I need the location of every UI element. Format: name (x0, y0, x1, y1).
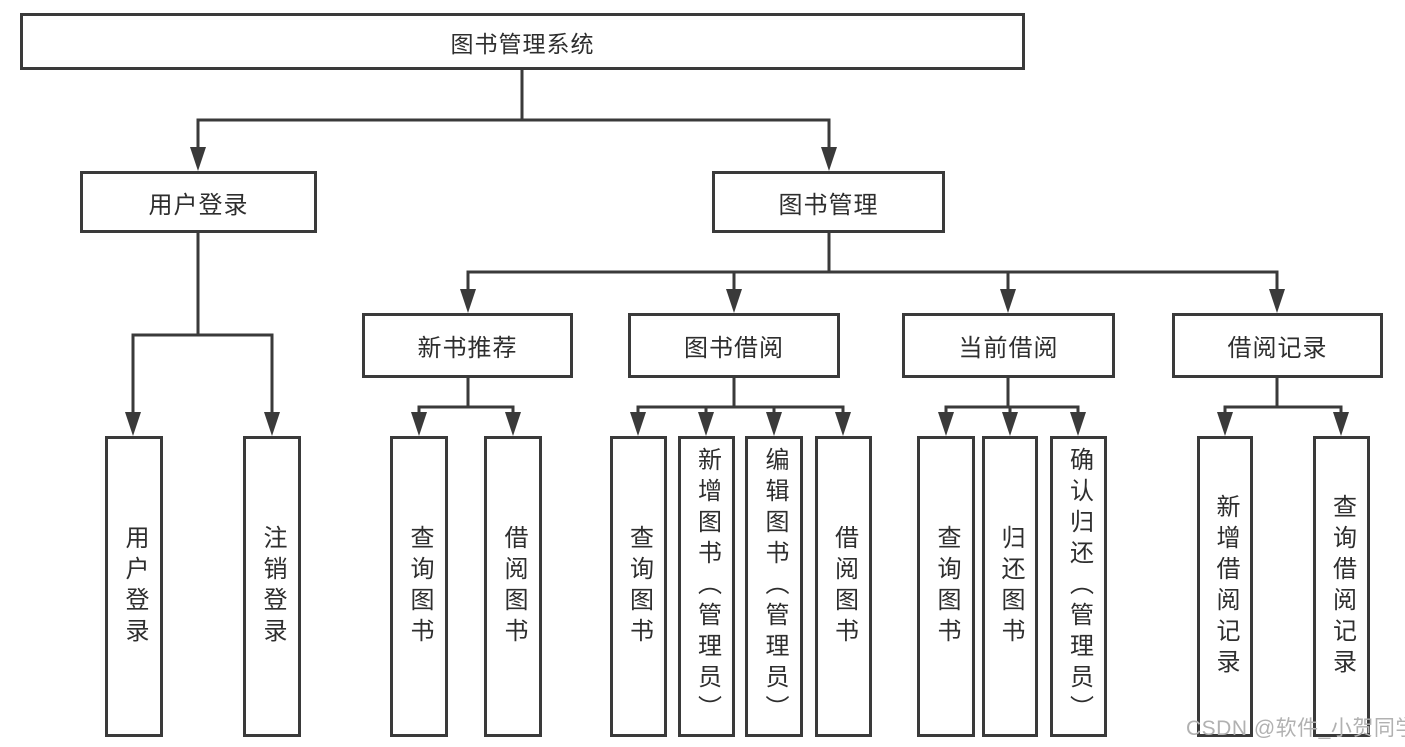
leaf-rec-query-book-box: 查询图书 (390, 436, 448, 737)
leaf-borrow-borrow-book-box: 借阅图书 (815, 436, 872, 737)
module-new-book-recommend-label: 新书推荐 (417, 335, 518, 362)
module-book-borrow-box: 图书借阅 (628, 313, 840, 378)
leaf-rec-query-book-label: 查询图书 (406, 524, 433, 649)
root-label: 图书管理系统 (450, 30, 595, 57)
root-box-library-system: 图书管理系统 (20, 13, 1025, 70)
module-new-book-recommend-box: 新书推荐 (362, 313, 573, 378)
leaf-current-return-book-label: 归还图书 (997, 524, 1024, 649)
leaf-records-query-record-box: 查询借阅记录 (1313, 436, 1370, 737)
leaf-rec-borrow-book-label: 借阅图书 (500, 524, 527, 649)
leaf-current-confirm-return-label: 确认归还（管理员） (1065, 447, 1093, 726)
leaf-logout-box: 注销登录 (243, 436, 301, 737)
leaf-records-add-record-label: 新增借阅记录 (1212, 493, 1239, 680)
leaf-rec-borrow-book-box: 借阅图书 (484, 436, 542, 737)
leaf-current-return-book-box: 归还图书 (982, 436, 1038, 737)
module-current-borrow-label: 当前借阅 (958, 335, 1059, 362)
leaf-borrow-add-book-label: 新增图书（管理员） (693, 447, 721, 726)
branch-book-management-label: 图书管理 (778, 191, 879, 219)
leaf-current-query-book-label: 查询图书 (933, 524, 960, 649)
csdn-watermark: CSDN @软件_小贺同学 (1186, 717, 1405, 740)
leaf-records-add-record-box: 新增借阅记录 (1197, 436, 1253, 737)
leaf-borrow-query-book-box: 查询图书 (610, 436, 667, 737)
module-borrow-records-label: 借阅记录 (1227, 335, 1328, 362)
leaf-borrow-edit-book-box: 编辑图书（管理员） (745, 436, 803, 737)
module-current-borrow-box: 当前借阅 (902, 313, 1115, 378)
module-book-borrow-label: 图书借阅 (684, 335, 784, 362)
branch-user-login-box: 用户登录 (80, 171, 317, 233)
leaf-borrow-add-book-box: 新增图书（管理员） (678, 436, 735, 737)
leaf-records-query-record-label: 查询借阅记录 (1328, 493, 1356, 680)
branch-book-management-box: 图书管理 (712, 171, 945, 233)
leaf-current-query-book-box: 查询图书 (917, 436, 975, 737)
module-borrow-records-box: 借阅记录 (1172, 313, 1383, 378)
arrowheads (125, 147, 1349, 436)
leaf-current-confirm-return-box: 确认归还（管理员） (1050, 436, 1107, 737)
leaf-user-login-label: 用户登录 (121, 524, 148, 649)
leaf-user-login-box: 用户登录 (105, 436, 163, 737)
leaf-borrow-query-book-label: 查询图书 (625, 524, 653, 649)
branch-user-login-label: 用户登录 (148, 191, 249, 219)
leaf-borrow-borrow-book-label: 借阅图书 (830, 524, 858, 649)
leaf-logout-label: 注销登录 (259, 524, 286, 649)
leaf-borrow-edit-book-label: 编辑图书（管理员） (761, 447, 788, 726)
